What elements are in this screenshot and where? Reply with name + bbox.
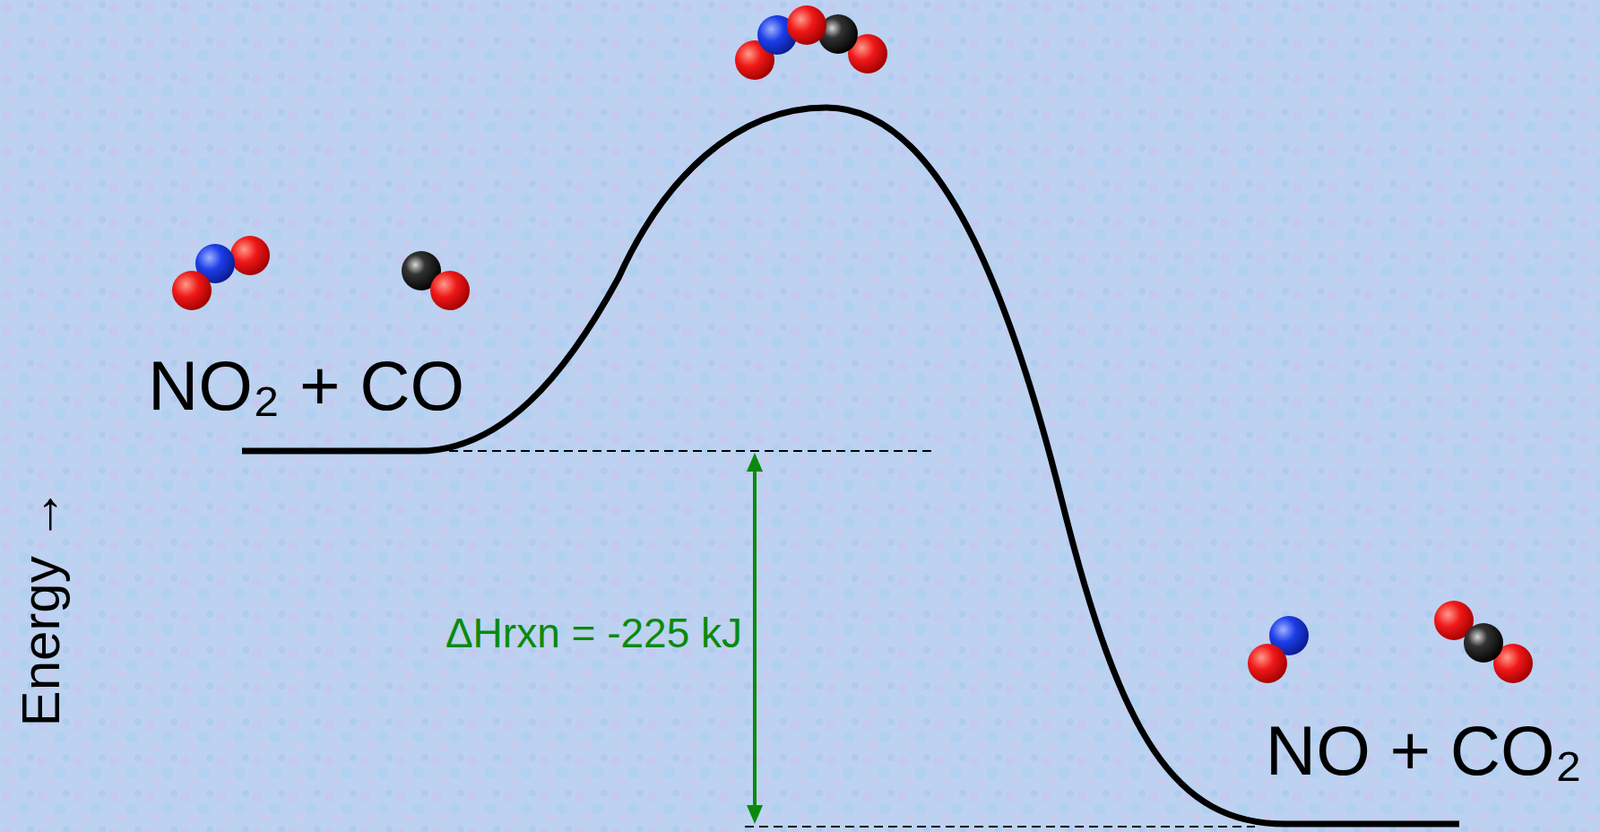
no-molecule bbox=[1247, 615, 1309, 684]
enthalpy-arrow bbox=[746, 452, 763, 824]
reactants-label: NO₂ + CO bbox=[147, 350, 465, 421]
axis-label: Energy → bbox=[14, 487, 69, 727]
reactant-level bbox=[449, 449, 937, 452]
product-level bbox=[744, 825, 1255, 828]
co2-molecule bbox=[1434, 600, 1533, 684]
no2-molecule bbox=[172, 235, 270, 311]
co-molecule bbox=[401, 250, 470, 311]
transition-state bbox=[735, 5, 888, 80]
enthalpy-label: ΔHrxn = -225 kJ bbox=[445, 612, 743, 654]
products-label: NO + CO₂ bbox=[1265, 715, 1583, 786]
